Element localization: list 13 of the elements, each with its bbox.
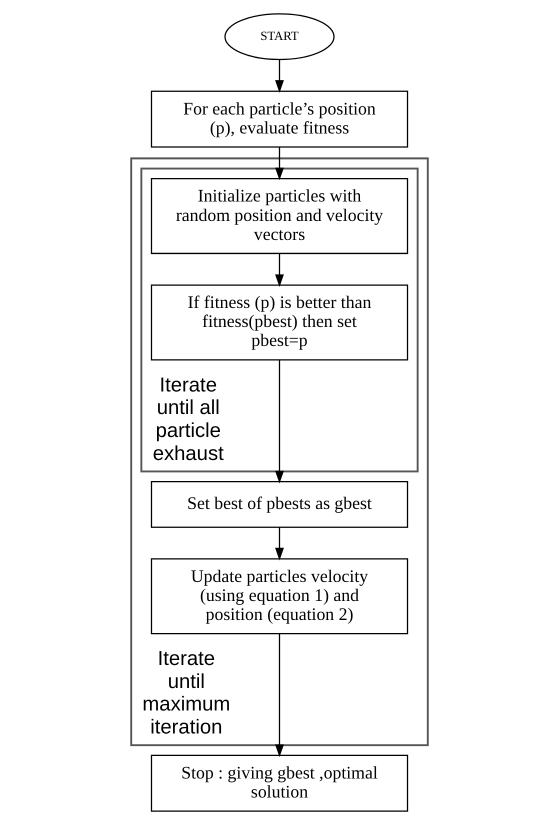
node-box: For each particle’s position (p), evaluate fitness [150, 90, 408, 148]
node-box: If fitness (p) is better than fitness(pbest) then set pbest=p [150, 284, 408, 361]
node-box: Set best of pbests as gbest [150, 480, 408, 528]
arrow [274, 360, 284, 484]
node-box: Stop : giving gbest ,optimal solution [150, 754, 408, 812]
arrow [274, 254, 284, 287]
node-ellipse: START [224, 13, 334, 60]
arrow [274, 60, 284, 93]
node-box: Update particles velocity (using equation 1) and position (equation 2) [150, 558, 408, 634]
arrow [274, 147, 284, 180]
arrow [274, 634, 284, 758]
node-box: Initialize particles with random position and velocity vectors [150, 178, 408, 254]
arrow [274, 527, 284, 560]
